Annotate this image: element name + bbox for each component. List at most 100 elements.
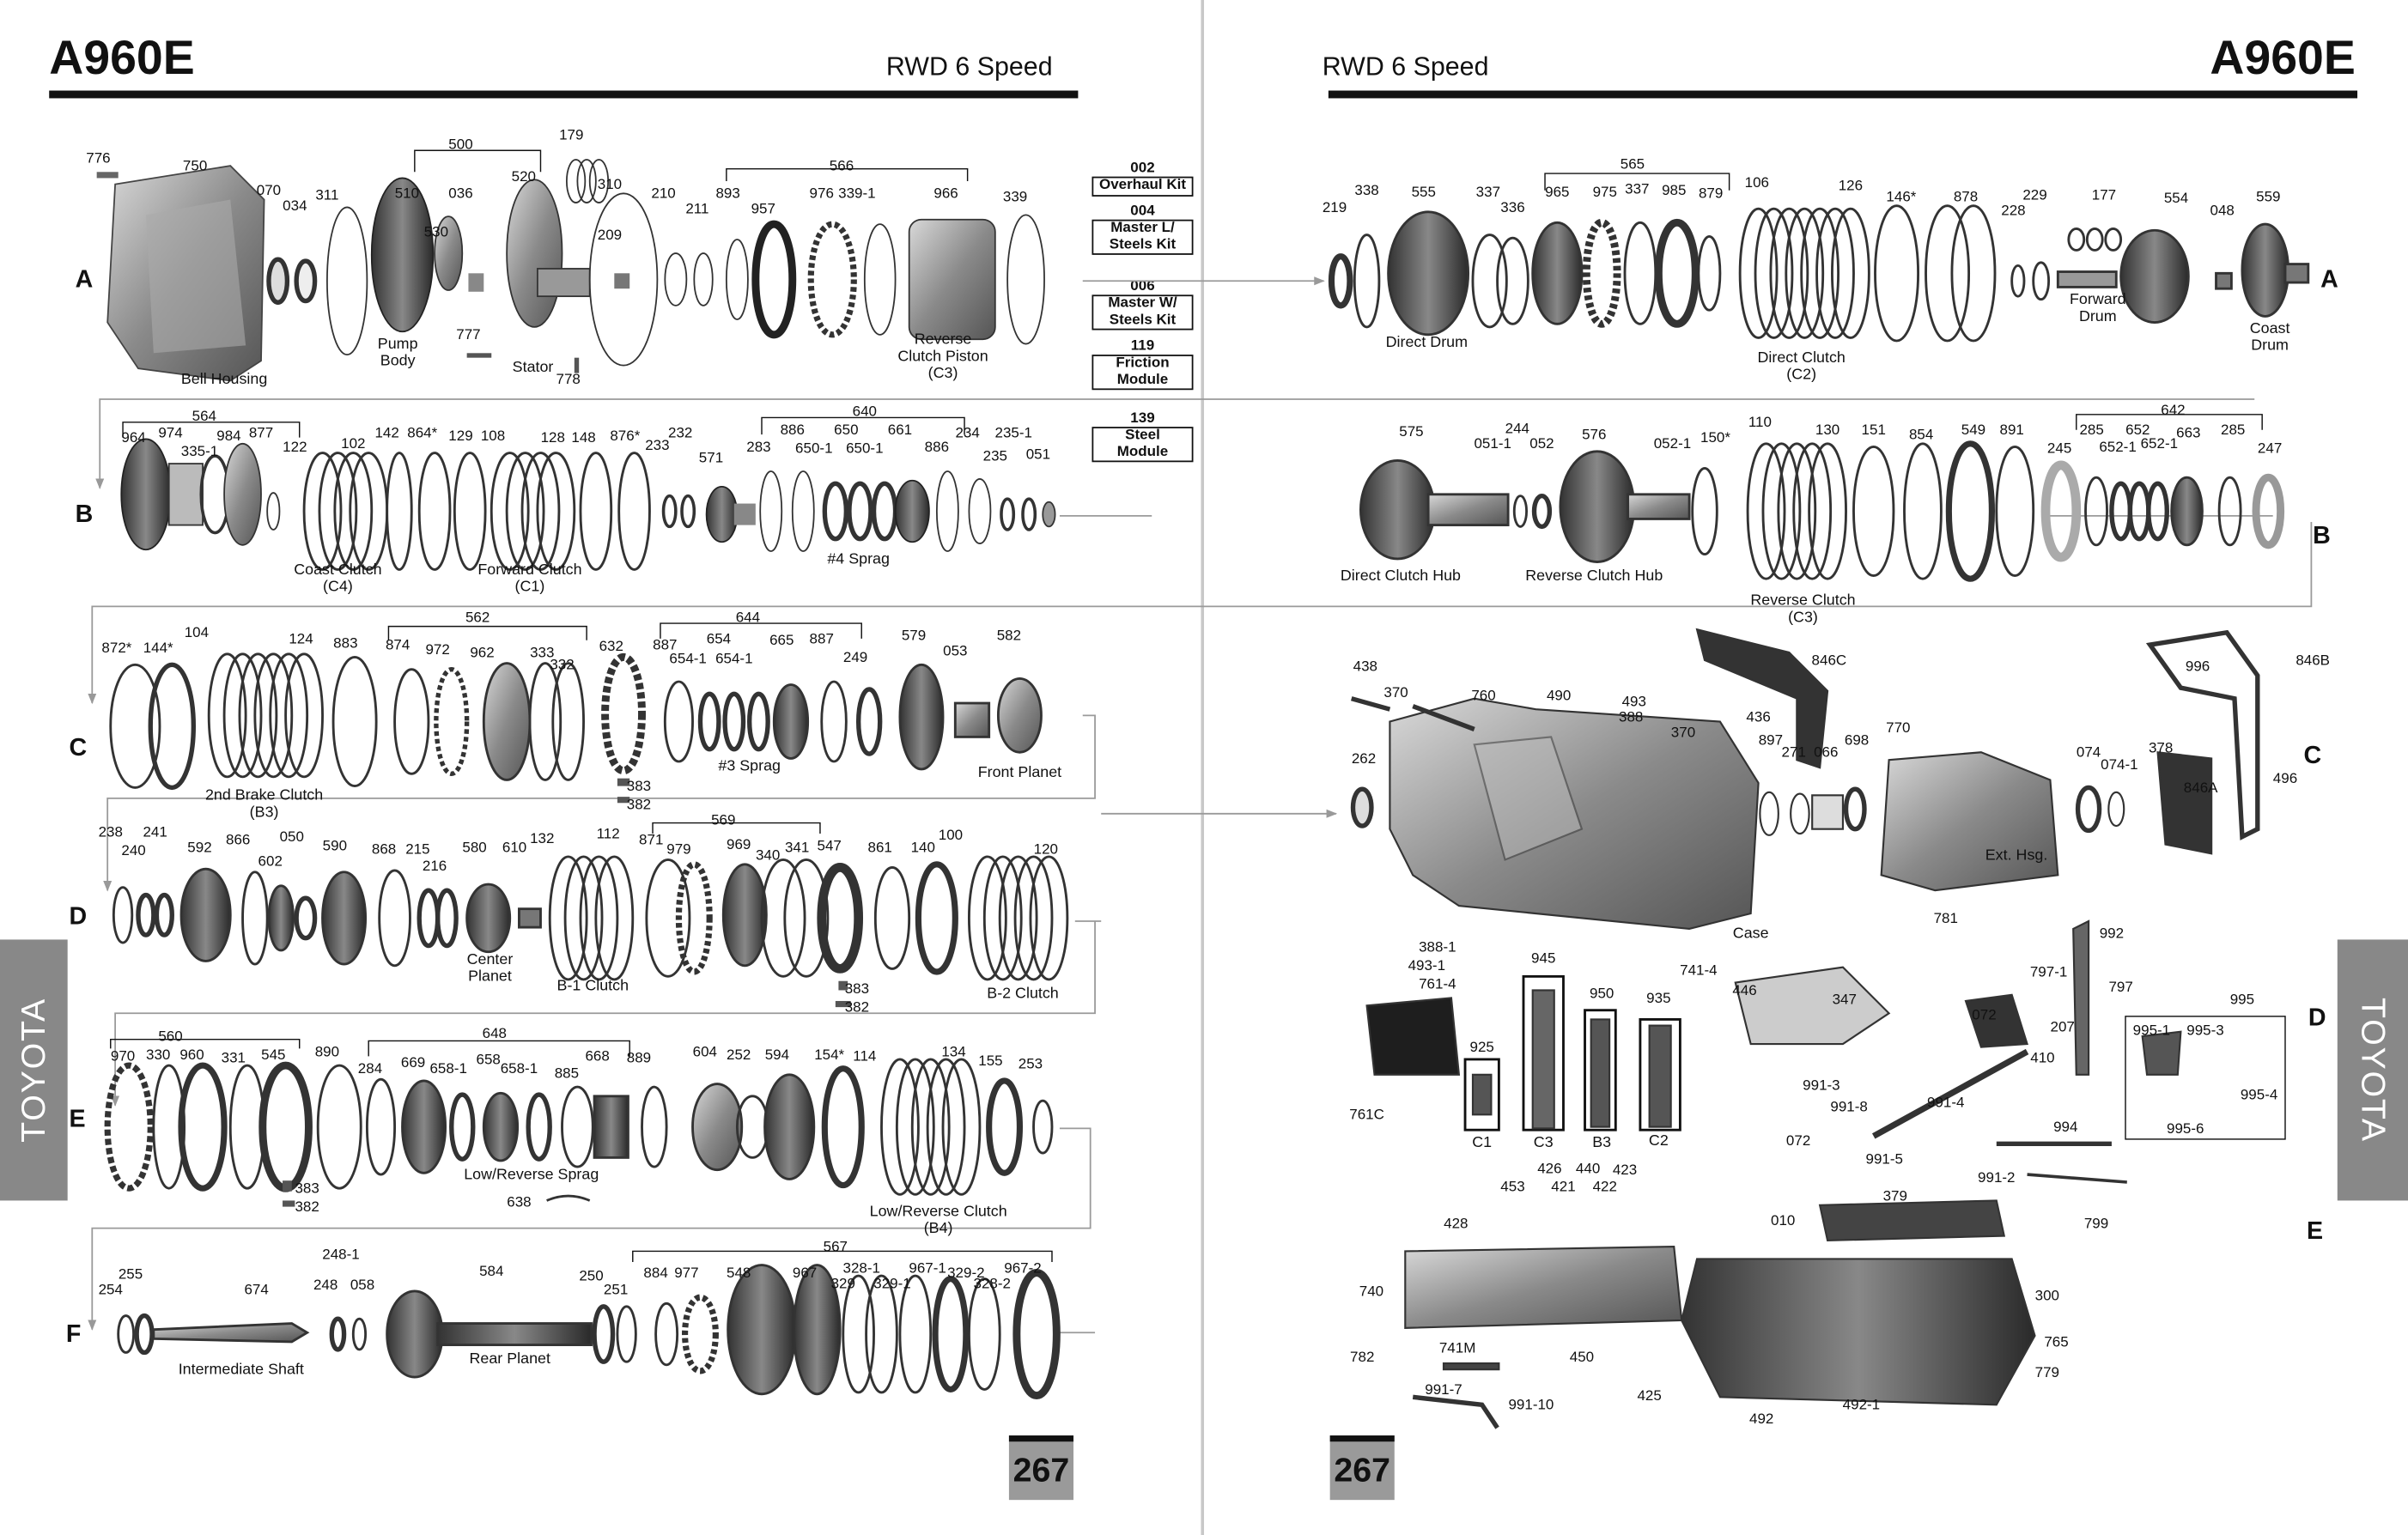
- component-caption: Stator: [512, 359, 554, 377]
- part-callout: 879: [1698, 185, 1724, 203]
- part-callout: 564: [192, 408, 217, 426]
- part-callout: 252: [726, 1047, 751, 1065]
- part-callout: 991-5: [1865, 1151, 1903, 1168]
- part-callout: 382: [844, 999, 870, 1016]
- part-callout: 179: [559, 127, 584, 145]
- part-callout: 378: [2148, 739, 2174, 757]
- component-caption: Direct Clutch (C2): [1757, 349, 1846, 385]
- part-callout: 370: [1383, 684, 1408, 702]
- part-callout: 492-1: [1842, 1397, 1881, 1415]
- component-caption: #4 Sprag: [827, 550, 890, 568]
- part-callout: 658: [476, 1051, 501, 1069]
- page-title-right: A960E: [2210, 30, 2356, 85]
- part-callout: 210: [651, 185, 676, 203]
- page-number-left: 267: [1008, 1435, 1074, 1501]
- part-callout: 341: [784, 840, 810, 857]
- part-callout: 560: [158, 1028, 183, 1046]
- part-callout: 383: [626, 778, 652, 796]
- part-callout: 782: [1350, 1349, 1375, 1367]
- part-callout: 654-1: [715, 651, 753, 668]
- part-callout: 575: [1399, 423, 1424, 441]
- part-callout: 565: [1620, 156, 1645, 174]
- case-assembly: [1350, 628, 2260, 931]
- part-callout: 155: [978, 1053, 1003, 1071]
- part-callout: 114: [853, 1048, 877, 1066]
- part-callout: 884: [643, 1265, 668, 1283]
- part-callout: 010: [1771, 1212, 1796, 1230]
- part-callout: 300: [2034, 1288, 2059, 1306]
- part-callout: 868: [371, 840, 397, 859]
- part-callout: 652-1: [2140, 435, 2179, 453]
- part-callout: 991-7: [1425, 1381, 1462, 1399]
- part-callout: 569: [711, 812, 736, 829]
- part-callout: 500: [448, 137, 473, 154]
- part-callout: 329-2: [947, 1265, 985, 1283]
- part-callout: 493: [1621, 694, 1646, 711]
- part-callout: 638: [507, 1194, 532, 1211]
- part-callout: 995: [2229, 992, 2255, 1009]
- part-callout: 846A: [2183, 780, 2218, 798]
- part-callout: 151: [1861, 422, 1886, 440]
- component-caption: Front Planet: [977, 764, 1062, 782]
- component-caption: C1: [1472, 1134, 1493, 1152]
- component-caption: Center Planet: [466, 951, 514, 986]
- part-callout: 247: [2257, 440, 2283, 458]
- part-callout: 995-3: [2186, 1022, 2224, 1040]
- component-caption: Ext. Hsg.: [1985, 847, 2048, 865]
- part-callout: 925: [1469, 1039, 1494, 1057]
- part-callout: 854: [1908, 427, 1934, 444]
- row-b-left-parts: [120, 438, 1056, 571]
- part-callout: 967: [792, 1265, 818, 1283]
- kit-desc: Friction Module: [1092, 355, 1194, 391]
- part-callout: 070: [256, 182, 282, 200]
- part-callout: 337: [1475, 184, 1501, 202]
- component-caption: Low/Reverse Clutch (B4): [869, 1204, 1007, 1238]
- part-callout: 799: [2083, 1216, 2109, 1234]
- part-callout: 072: [1972, 1007, 1997, 1024]
- page-number-right: 267: [1329, 1435, 1395, 1501]
- part-callout: 741M: [1438, 1340, 1476, 1357]
- part-callout: 994: [2053, 1119, 2078, 1137]
- part-callout: 211: [685, 201, 709, 218]
- part-callout: 650: [834, 422, 859, 440]
- part-callout: 887: [653, 637, 678, 654]
- part-callout: 871: [639, 832, 664, 849]
- part-callout: 554: [2163, 190, 2189, 208]
- part-callout: 945: [1531, 950, 1556, 968]
- row-label-d-left: D: [69, 904, 88, 931]
- part-callout: 740: [1359, 1283, 1384, 1301]
- part-callout: 058: [350, 1277, 375, 1295]
- kit-number: 139: [1130, 410, 1155, 428]
- part-callout: 610: [502, 840, 527, 857]
- part-callout: 177: [2091, 187, 2117, 204]
- side-tab-right: TOYOTA: [2337, 939, 2408, 1201]
- part-callout: 995-1: [2132, 1022, 2171, 1040]
- part-callout: 383: [844, 980, 870, 998]
- part-callout: 846B: [2296, 652, 2331, 670]
- page-subtitle-left: RWD 6 Speed: [885, 52, 1053, 82]
- part-callout: 034: [283, 197, 307, 215]
- part-callout: 548: [726, 1265, 751, 1283]
- part-callout: 991-4: [1927, 1095, 1965, 1112]
- part-callout: 425: [1637, 1387, 1662, 1405]
- part-callout: 112: [596, 826, 620, 843]
- part-callout: 977: [674, 1265, 699, 1283]
- part-callout: 219: [1322, 199, 1347, 217]
- part-callout: 778: [556, 371, 581, 389]
- row-label-e-left: E: [69, 1107, 86, 1133]
- title-rule-left: [49, 90, 1079, 99]
- part-callout: 602: [258, 853, 283, 871]
- part-callout: 209: [597, 227, 623, 245]
- part-callout: 129: [448, 428, 473, 446]
- left-page: A960E RWD 6 Speed TOYOTA 267: [0, 31, 1079, 1501]
- part-callout: 545: [261, 1047, 286, 1065]
- part-callout: 235-1: [994, 425, 1033, 443]
- component-caption: Reverse Clutch (C3): [1750, 592, 1856, 627]
- component-caption: C3: [1533, 1134, 1554, 1152]
- kit-desc: Master W/ Steels Kit: [1092, 294, 1194, 331]
- component-caption: Coast Clutch (C4): [294, 561, 382, 596]
- part-callout: 750: [182, 158, 208, 175]
- part-callout: 050: [279, 828, 304, 846]
- part-callout: 238: [98, 824, 123, 841]
